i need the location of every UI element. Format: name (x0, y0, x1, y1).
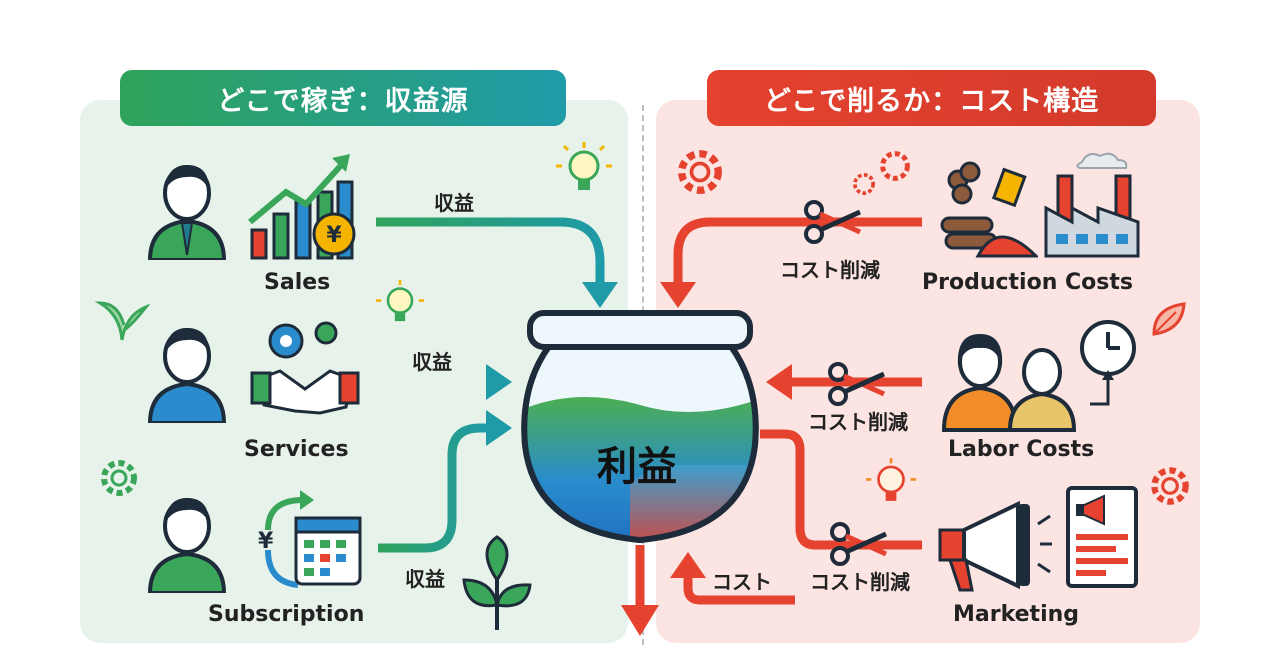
person-icon (147, 328, 227, 423)
raw-materials-icon (940, 161, 1038, 258)
growth-chart-icon: ¥ (248, 154, 356, 260)
gear-icon (880, 151, 910, 181)
cost-header: どこで削るか：コスト構造 (707, 70, 1156, 126)
workers-icon (941, 334, 1077, 432)
person-icon (147, 498, 227, 593)
revenue-flow-label: 収益 (434, 191, 474, 215)
cost-cut-label: コスト削減 (810, 570, 910, 594)
lightbulb-icon (556, 142, 612, 190)
revenue-header: どこで稼ぎ：収益源 (120, 70, 566, 126)
revenue-arrowhead-services (486, 364, 512, 400)
profit-pot-icon (521, 310, 759, 544)
cost-return-arrowhead (670, 552, 706, 578)
gear-icon (1151, 467, 1189, 505)
lightbulb-icon (376, 280, 424, 322)
cost-return-arrow (683, 575, 795, 605)
clock-icon (1080, 320, 1136, 406)
outflow-arrowhead (621, 605, 659, 636)
ad-flyer-icon (1066, 486, 1138, 588)
scissors-icon (804, 200, 862, 244)
source-label-services: Services (244, 437, 349, 462)
cost-arrowhead-labor (766, 364, 792, 400)
cost-cut-label: コスト削減 (808, 410, 908, 434)
sprout-icon (462, 535, 532, 630)
factory-icon (1044, 152, 1140, 258)
profit-label: 利益 (597, 444, 677, 490)
revenue-arrowhead-subscription (486, 410, 512, 446)
megaphone-icon (938, 500, 1052, 592)
cost-label-production: Production Costs (922, 270, 1133, 295)
revenue-flow-label: 収益 (405, 567, 445, 591)
cost-arrowhead-production (660, 282, 696, 308)
revenue-arrowhead-sales (582, 282, 618, 308)
cost-label-labor: Labor Costs (948, 437, 1095, 462)
leaf-icon (94, 301, 151, 341)
yen-symbol: ¥ (326, 223, 342, 248)
person-icon (147, 165, 227, 260)
gear-icon (101, 460, 137, 496)
lightbulb-icon (866, 458, 916, 501)
cost-arrow-marketing (760, 429, 922, 550)
gear-icon (853, 173, 875, 195)
revenue-arrow-sales (376, 217, 605, 290)
leaf-icon (1152, 302, 1186, 336)
calendar-renewal-icon: ¥ (258, 490, 362, 588)
handshake-gears-icon (250, 321, 360, 415)
revenue-arrow-subscription (378, 423, 488, 553)
cost-label-marketing: Marketing (953, 602, 1080, 627)
yen-symbol: ¥ (258, 529, 274, 554)
cost-arrow-production (673, 217, 922, 288)
scissors-icon (828, 362, 886, 406)
scissors-icon (830, 522, 888, 566)
source-label-subscription: Subscription (208, 602, 365, 627)
cost-cut-label: コスト削減 (780, 258, 880, 282)
cost-outflow-label: コスト (712, 570, 772, 594)
gear-icon (678, 150, 722, 194)
revenue-flow-label: 収益 (412, 350, 452, 374)
source-label-sales: Sales (264, 270, 331, 295)
